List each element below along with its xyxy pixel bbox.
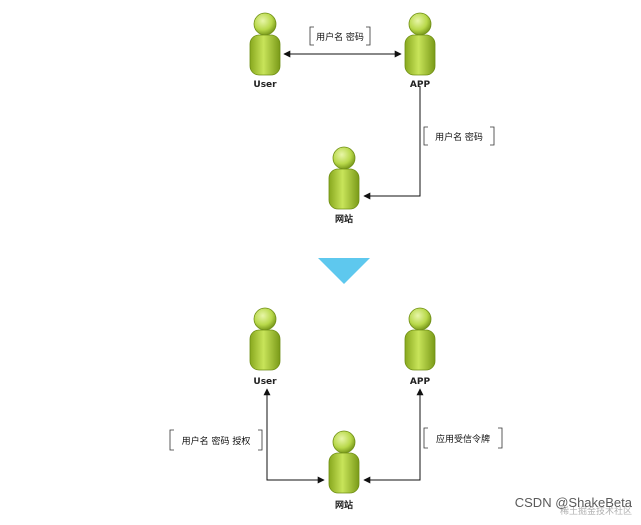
user-site-arrow (263, 388, 325, 484)
user-label: User (253, 377, 277, 387)
message-text: 用户名 密码 授权 (182, 435, 251, 447)
top-user-actor: User (249, 12, 281, 90)
person-icon (328, 146, 360, 210)
message-box-app-site: 用户名 密码 (423, 126, 495, 146)
person-icon (249, 307, 281, 371)
user-label: User (253, 80, 277, 90)
app-label: APP (410, 80, 431, 90)
message-box-user-site: 用户名 密码 授权 (169, 429, 263, 451)
message-text: 应用受信令牌 (436, 433, 490, 445)
person-icon (328, 430, 360, 494)
app-label: APP (410, 377, 431, 387)
message-box-app-site: 应用受信令牌 (423, 427, 503, 449)
site-label: 网站 (335, 499, 353, 511)
bottom-app-actor: APP (404, 307, 436, 387)
message-text: 用户名 密码 (316, 31, 364, 43)
message-text: 用户名 密码 (435, 131, 483, 143)
top-app-actor: APP (404, 12, 436, 90)
watermark-text: CSDN @ShakeBeta (515, 495, 633, 510)
person-icon (404, 12, 436, 76)
person-icon (249, 12, 281, 76)
message-box-user-app: 用户名 密码 (309, 26, 371, 46)
watermark-faint-text: 稀土掘金技术社区 (560, 505, 632, 517)
app-site-arrow (363, 388, 424, 484)
bottom-site-actor: 网站 (328, 430, 360, 511)
bottom-user-actor: User (249, 307, 281, 387)
app-site-arrow (363, 86, 421, 200)
top-site-actor: 网站 (328, 146, 360, 225)
down-arrow-icon (318, 258, 370, 284)
site-label: 网站 (335, 213, 353, 225)
person-icon (404, 307, 436, 371)
